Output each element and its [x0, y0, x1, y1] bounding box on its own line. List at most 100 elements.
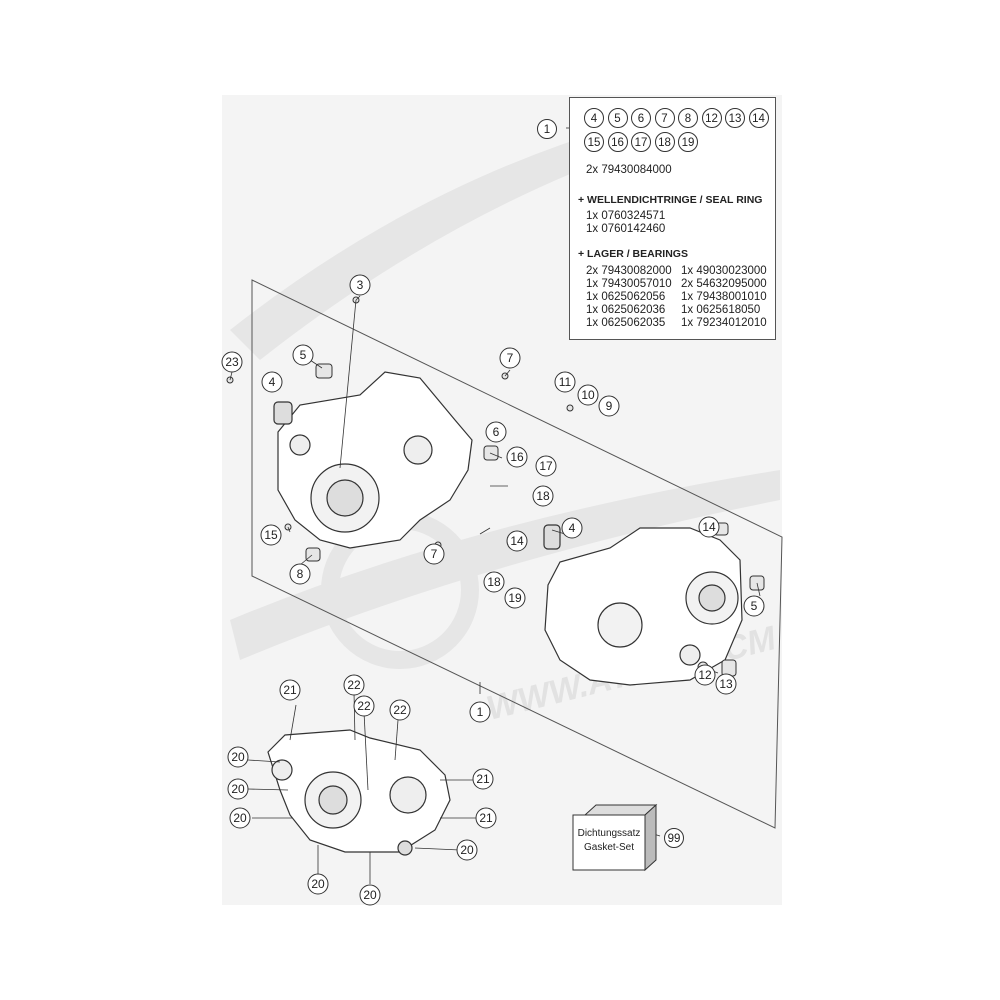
callout-label: 22: [347, 678, 361, 692]
callout-10[interactable]: 10: [577, 384, 599, 406]
callout-label: 16: [510, 450, 524, 464]
callout-20[interactable]: 20: [227, 778, 249, 800]
callout-circle: [506, 446, 528, 468]
included-part-bubble[interactable]: 16: [607, 132, 628, 152]
bearing-right-5: 1x 79234012010: [681, 317, 767, 329]
callout-8[interactable]: 8: [289, 563, 311, 585]
callout-label: 17: [539, 459, 553, 473]
callout-17[interactable]: 17: [535, 455, 557, 477]
callout-circle: [279, 679, 301, 701]
callout-14[interactable]: 14: [698, 516, 720, 538]
seal-line-1: 1x 0760324571: [586, 210, 666, 222]
callout-circle: [229, 807, 251, 829]
callout-21[interactable]: 21: [279, 679, 301, 701]
callout-18[interactable]: 18: [532, 485, 554, 507]
callout-20[interactable]: 20: [456, 839, 478, 861]
callout-label: 4: [569, 521, 576, 535]
included-part-bubble[interactable]: 4: [584, 108, 604, 128]
callout-11[interactable]: 11: [554, 371, 576, 393]
included-part-bubble[interactable]: 5: [607, 108, 628, 128]
callout-1[interactable]: 1: [469, 701, 491, 723]
seal-ring-title: + WELLENDICHTRINGE / SEAL RING: [578, 194, 763, 206]
callout-circle: [577, 384, 599, 406]
callout-5[interactable]: 5: [743, 595, 765, 617]
studs-line: 2x 79430084000: [586, 164, 672, 176]
callout-label: 1: [477, 705, 484, 719]
callout-6[interactable]: 6: [485, 421, 507, 443]
callout-20[interactable]: 20: [307, 873, 329, 895]
callout-circle: [227, 746, 249, 768]
callout-circle: [554, 371, 576, 393]
bottom-crankcase: [267, 729, 451, 856]
callout-18[interactable]: 18: [483, 571, 505, 593]
callout-circle: [598, 395, 620, 417]
callout-label: 22: [393, 703, 407, 717]
callout-label: 22: [357, 699, 371, 713]
callout-label: 7: [507, 351, 514, 365]
callout-circle: [698, 516, 720, 538]
callout-circle: [561, 517, 583, 539]
callout-circle: [715, 673, 737, 695]
callout-4[interactable]: 4: [561, 517, 583, 539]
callout-circle: [485, 421, 507, 443]
callout-circle: [353, 695, 375, 717]
callout-label: 10: [581, 388, 595, 402]
callout-23[interactable]: 23: [221, 351, 243, 373]
callout-21[interactable]: 21: [472, 768, 494, 790]
callout-3[interactable]: 3: [349, 274, 371, 296]
gasket-ref-bubble[interactable]: 99: [664, 828, 684, 848]
gasket-set-box: [572, 803, 658, 872]
callout-circle: [292, 344, 314, 366]
included-part-bubble[interactable]: 7: [654, 108, 675, 128]
included-part-bubble[interactable]: 18: [654, 132, 675, 152]
callout-16[interactable]: 16: [506, 446, 528, 468]
callout-label: 12: [698, 668, 712, 682]
callout-circle: [499, 347, 521, 369]
callout-7[interactable]: 7: [423, 543, 445, 565]
included-part-bubble[interactable]: 8: [678, 108, 698, 128]
included-part-bubble[interactable]: 15: [584, 132, 604, 152]
callout-label: 5: [751, 599, 758, 613]
callout-label: 7: [431, 547, 438, 561]
callout-22[interactable]: 22: [353, 695, 375, 717]
included-part-bubble[interactable]: 13: [725, 108, 745, 128]
callout-21[interactable]: 21: [475, 807, 497, 829]
callout-circle: [456, 839, 478, 861]
callout-circle: [483, 571, 505, 593]
callout-circle: [532, 485, 554, 507]
included-part-bubble[interactable]: 6: [631, 108, 651, 128]
callout-15[interactable]: 15: [260, 524, 282, 546]
left-crankcase-half: [273, 371, 473, 549]
callout-20[interactable]: 20: [227, 746, 249, 768]
included-part-bubble[interactable]: 12: [701, 108, 722, 128]
callout-label: 15: [264, 528, 278, 542]
callout-label: 21: [479, 811, 493, 825]
callout-circle: [472, 768, 494, 790]
included-part-bubble[interactable]: 14: [748, 108, 769, 128]
callout-5[interactable]: 5: [292, 344, 314, 366]
callout-22[interactable]: 22: [343, 674, 365, 696]
callout-9[interactable]: 9: [598, 395, 620, 417]
kit-ref-bubble[interactable]: 1: [537, 119, 557, 139]
callout-19[interactable]: 19: [504, 587, 526, 609]
callout-12[interactable]: 12: [694, 664, 716, 686]
callout-circle: [506, 530, 528, 552]
callout-circle: [389, 699, 411, 721]
callout-20[interactable]: 20: [359, 884, 381, 906]
callout-20[interactable]: 20: [229, 807, 251, 829]
included-part-bubble[interactable]: 19: [678, 132, 698, 152]
callout-circle: [504, 587, 526, 609]
callout-7[interactable]: 7: [499, 347, 521, 369]
bearing-right-1: 1x 49030023000: [681, 265, 767, 277]
callout-22[interactable]: 22: [389, 699, 411, 721]
callout-circle: [469, 701, 491, 723]
callout-circle: [349, 274, 371, 296]
callout-circle: [694, 664, 716, 686]
callout-13[interactable]: 13: [715, 673, 737, 695]
included-part-bubble[interactable]: 17: [631, 132, 651, 152]
callout-label: 20: [233, 811, 247, 825]
callout-14[interactable]: 14: [506, 530, 528, 552]
callout-4[interactable]: 4: [261, 371, 283, 393]
callout-label: 14: [702, 520, 716, 534]
